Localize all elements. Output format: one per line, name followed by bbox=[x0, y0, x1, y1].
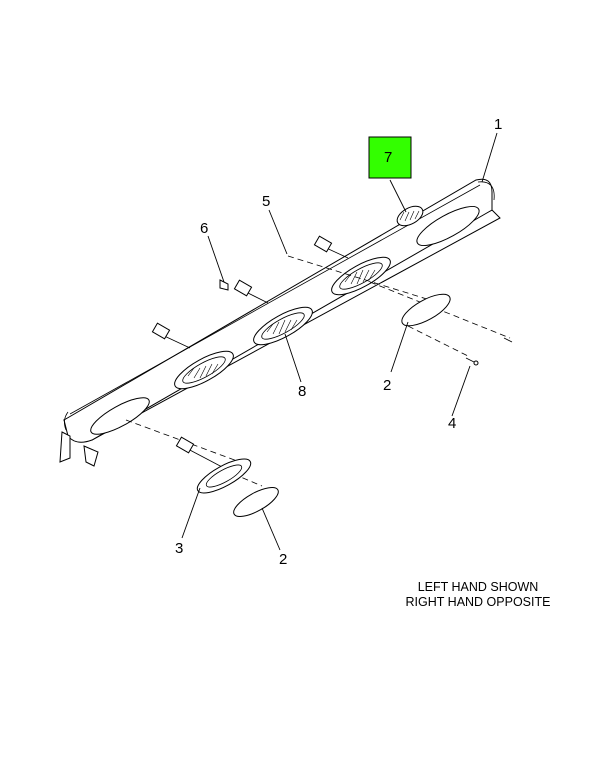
callout-1: 1 bbox=[494, 116, 502, 133]
callout-6: 6 bbox=[200, 220, 208, 237]
note-line-1: LEFT HAND SHOWN bbox=[418, 580, 539, 594]
callout-3: 3 bbox=[175, 540, 183, 557]
installed-lamp-right bbox=[331, 256, 391, 296]
leader-lines bbox=[181, 132, 498, 551]
lamp-assembly-part-3 bbox=[175, 436, 252, 494]
panel-openings bbox=[90, 205, 480, 435]
callout-7-highlight[interactable] bbox=[368, 136, 412, 179]
installed-lamp-left bbox=[174, 350, 234, 390]
lens-part-2-right bbox=[401, 293, 451, 327]
note-line-2: RIGHT HAND OPPOSITE bbox=[406, 595, 551, 609]
harness-connectors bbox=[151, 235, 349, 349]
callout-2-right: 2 bbox=[383, 377, 391, 394]
callout-7[interactable]: 7 bbox=[384, 149, 392, 166]
clip-part-6 bbox=[219, 279, 229, 291]
callout-2-bottom: 2 bbox=[279, 551, 287, 568]
screw-part-4 bbox=[465, 337, 513, 366]
callout-4: 4 bbox=[448, 415, 456, 432]
callout-5: 5 bbox=[262, 193, 270, 210]
installed-lamp-center bbox=[253, 306, 313, 346]
callout-8: 8 bbox=[298, 383, 306, 400]
lens-part-2-bottom bbox=[233, 487, 279, 517]
plug-part-7 bbox=[396, 205, 424, 227]
